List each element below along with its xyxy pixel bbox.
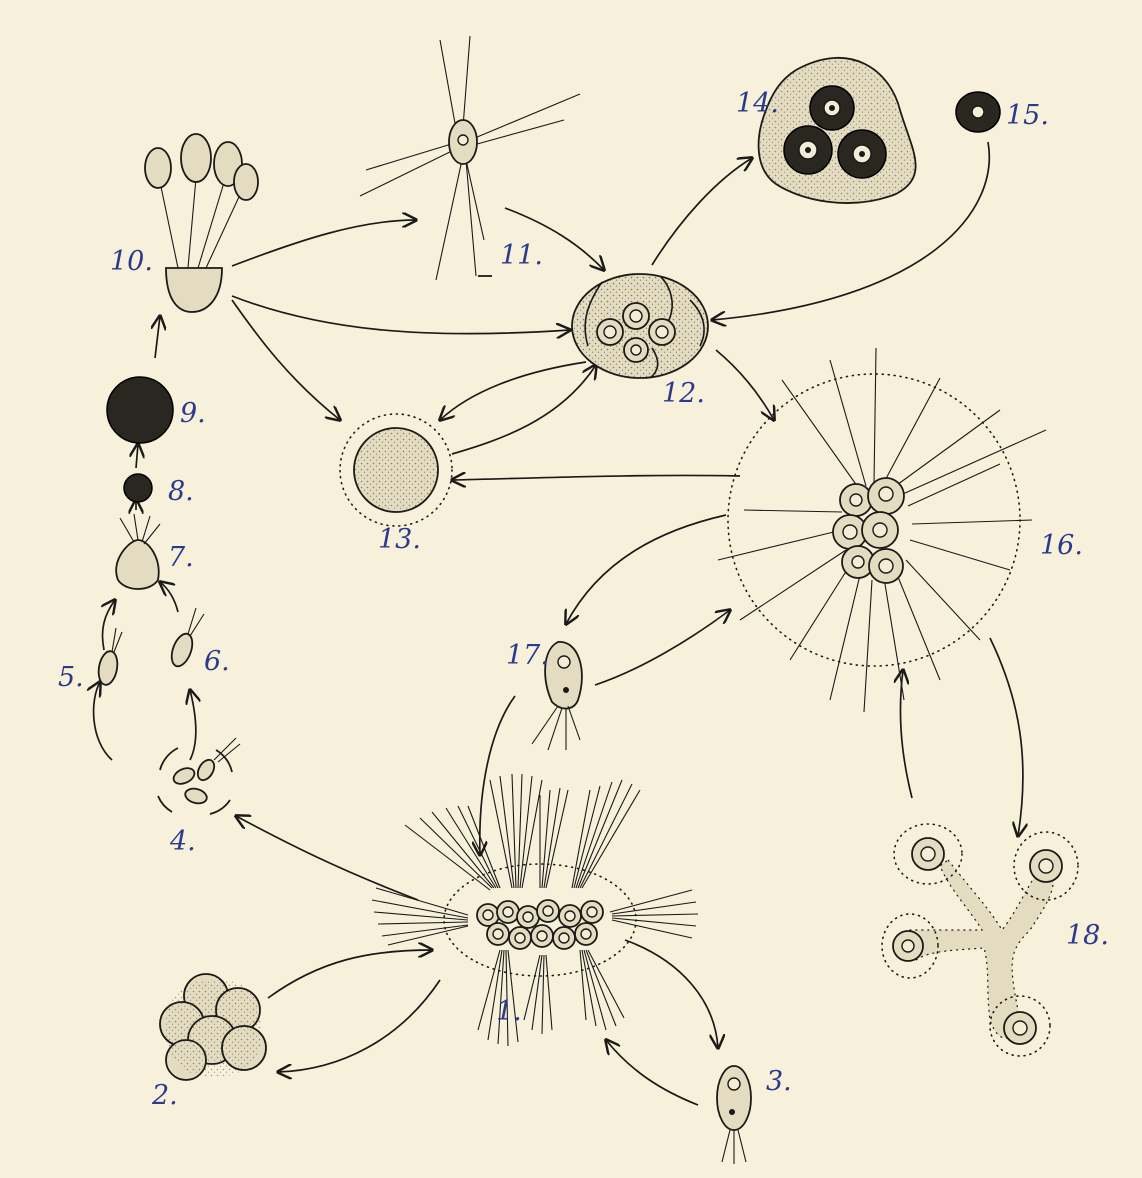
label-stage-17: 17. (506, 640, 549, 671)
label-stage-7: 7. (168, 542, 194, 573)
label-stage-4: 4. (169, 826, 196, 857)
label-stage-6: 6. (204, 646, 230, 677)
label-stage-5: 5. (58, 662, 84, 693)
label-stage-3: 3. (766, 1066, 792, 1097)
label-stage-13: 13. (378, 524, 421, 555)
label-stage-9: 9. (180, 398, 206, 429)
stage-5-gamete (96, 628, 122, 686)
stage-15-cyst (956, 92, 1000, 132)
stage-16-radiate-colony (718, 348, 1046, 712)
stage-11-radiate-cell (360, 36, 580, 280)
label-stage-12: 12. (662, 378, 705, 409)
stage-14-plasmodium (759, 58, 916, 203)
label-stage-15: 15. (1006, 100, 1049, 131)
stage-12-sporangium (572, 274, 708, 378)
stage-3-flagellate (717, 1066, 751, 1164)
label-stage-2: 2. (151, 1080, 178, 1111)
label-stage-14: 14. (736, 88, 779, 119)
label-stage-8: 8. (168, 476, 194, 507)
stage-13-cyst (340, 414, 452, 526)
label-stage-18: 18. (1066, 920, 1109, 951)
stage-2-cluster (160, 974, 266, 1080)
stage-9-cyst (107, 377, 173, 443)
stage-10-stalked-cells (145, 134, 258, 312)
stage-6-gamete (168, 608, 204, 669)
label-stage-16: 16. (1040, 530, 1083, 561)
label-stage-10: 10. (110, 246, 153, 277)
stage-8-cyst (124, 474, 152, 502)
label-stage-11: 11. (500, 240, 543, 271)
stage-7-zygote (116, 514, 160, 589)
stage-4-cyst-release (158, 738, 240, 814)
stage-18-branched-colony (882, 824, 1078, 1056)
label-stage-1: 1. (496, 996, 522, 1027)
arrows (94, 142, 1023, 1105)
